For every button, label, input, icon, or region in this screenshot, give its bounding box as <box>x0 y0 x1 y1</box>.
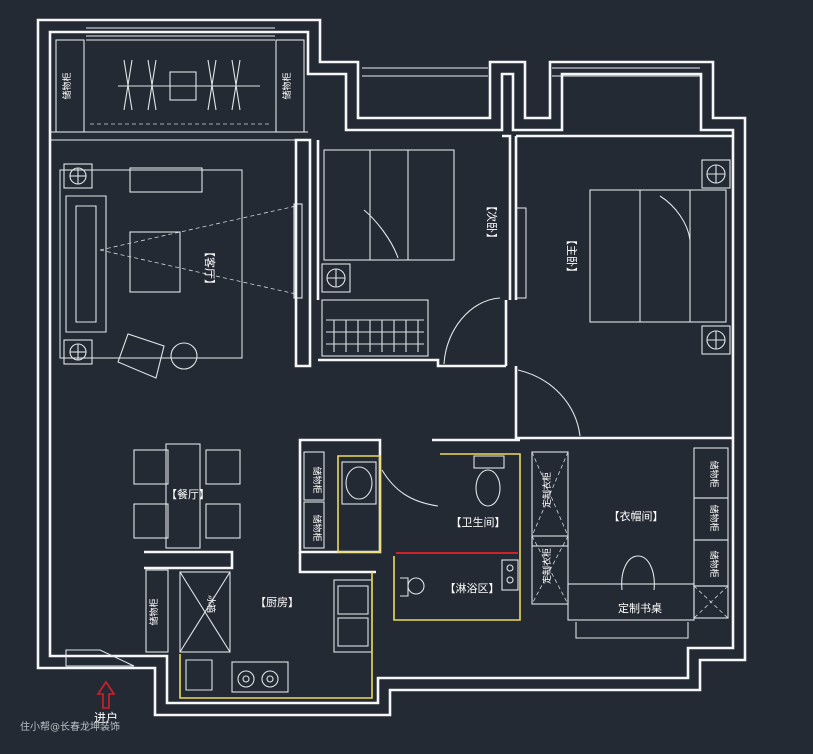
balcony-left-cabinet-label: 储物柜 <box>61 72 73 99</box>
dining-area: 【餐厅】 <box>133 443 241 549</box>
plant-bottom <box>63 339 93 365</box>
exterior-walls <box>36 18 747 717</box>
plant-bedroom <box>321 263 351 293</box>
cloakroom-label: 【衣帽间】 <box>609 509 664 523</box>
plant-master-bottom <box>701 325 731 355</box>
corridor-top-cabinet-label: 储物柜 <box>311 466 323 493</box>
balcony-right-cabinet-label: 储物柜 <box>281 72 293 99</box>
balcony-railings <box>50 27 700 141</box>
second-bedroom: 【次卧】 <box>321 149 501 365</box>
entry-area: 储物柜 进户 <box>65 569 169 725</box>
balcony-cabinet-right: 储物柜 <box>275 39 305 133</box>
kitchen: 冰箱 【厨房】 <box>179 571 373 699</box>
bathroom-label: 【卫生间】 <box>451 515 506 529</box>
desk-label: 定制书桌 <box>618 601 662 615</box>
right-top-cabinet-label: 储物柜 <box>708 460 720 487</box>
armchair <box>117 333 198 379</box>
master-bedroom: 【主卧】 <box>515 159 731 437</box>
right-mid-cabinet-label: 储物柜 <box>708 504 720 531</box>
fridge-label: 冰箱 <box>205 595 217 613</box>
wardrobe-top-label: 定制衣柜 <box>541 472 553 508</box>
shower-label: 【淋浴区】 <box>445 582 500 595</box>
corridor-bottom-cabinet-label: 储物柜 <box>311 514 323 541</box>
corridor-cabinets: 储物柜 储物柜 <box>303 451 325 549</box>
dining-label: 【餐厅】 <box>166 487 210 501</box>
second-bedroom-label: 【次卧】 <box>485 200 499 244</box>
watermark: 住小帮@长春龙坤装饰 <box>20 722 120 733</box>
living-room-label: 【客厅】 <box>203 246 217 290</box>
right-bottom-cabinet-label: 储物柜 <box>708 550 720 577</box>
wardrobe-bottom-label: 定制衣柜 <box>541 548 553 584</box>
plant-top <box>63 163 93 189</box>
bathroom: 【卫生间】 【淋浴区】 <box>337 453 521 621</box>
entry-cabinet-label: 储物柜 <box>148 598 160 625</box>
cloakroom: 定制衣柜 定制衣柜 储物柜 储物柜 储物柜 定制书桌 【衣帽间】 <box>531 447 729 639</box>
partition-walls <box>144 134 733 574</box>
plant-master-top <box>701 159 731 189</box>
living-room: 【客厅】 <box>59 163 303 379</box>
entrance-arrow-icon <box>96 680 116 709</box>
balcony-clothes-rack <box>90 59 270 125</box>
master-bedroom-label: 【主卧】 <box>565 234 578 278</box>
entrance-label: 进户 <box>94 710 118 725</box>
balcony-cabinet-left: 储物柜 <box>55 39 85 133</box>
kitchen-label: 【厨房】 <box>255 596 299 609</box>
